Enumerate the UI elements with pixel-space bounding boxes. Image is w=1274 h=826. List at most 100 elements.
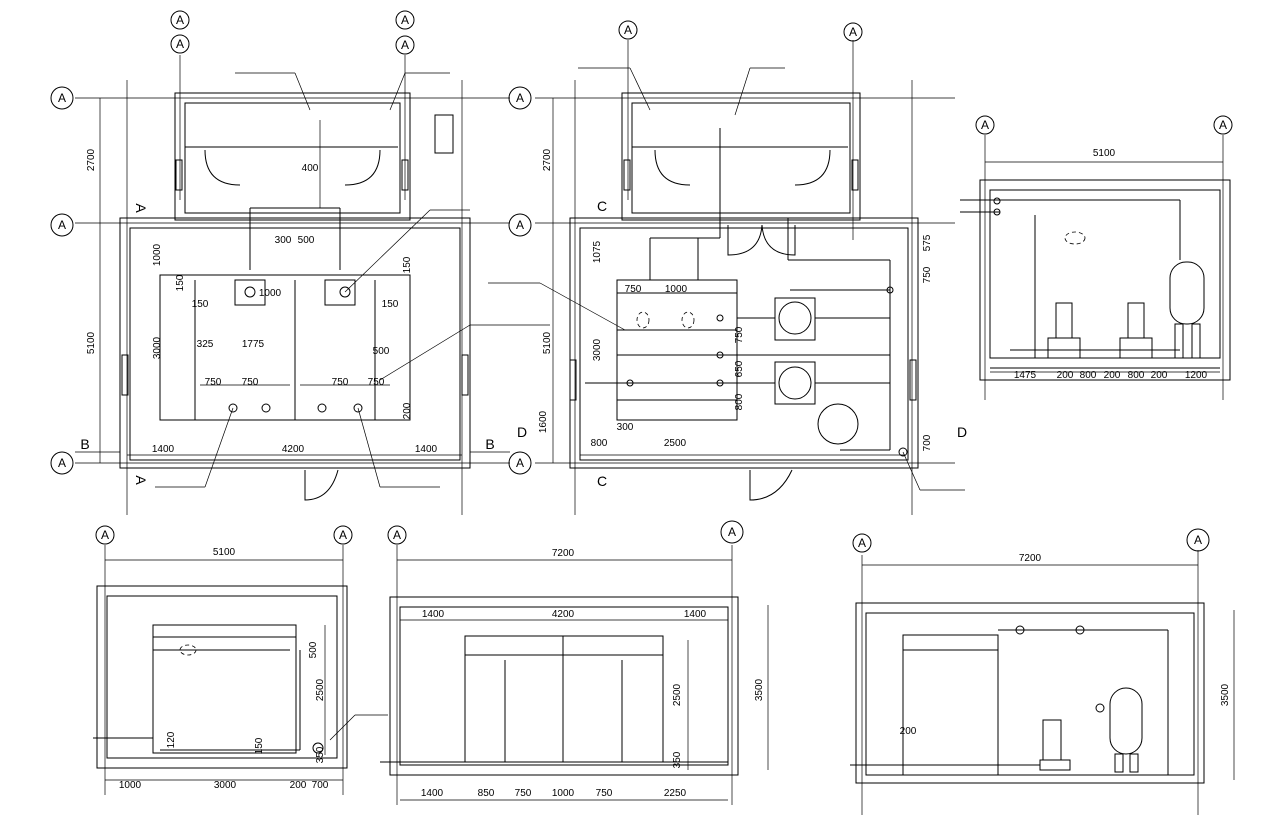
svg-text:2500: 2500 (315, 678, 326, 701)
svg-text:1075: 1075 (592, 240, 603, 263)
section-a-a (93, 545, 388, 795)
svg-text:350: 350 (315, 746, 326, 763)
section-c-c (850, 550, 1235, 815)
svg-text:A: A (624, 23, 632, 37)
svg-text:150: 150 (192, 299, 209, 310)
svg-text:120: 120 (166, 731, 177, 748)
svg-text:575: 575 (922, 234, 933, 251)
svg-text:650: 650 (734, 360, 745, 377)
svg-text:A: A (849, 25, 857, 39)
svg-text:1400: 1400 (152, 444, 175, 455)
svg-text:1400: 1400 (415, 444, 438, 455)
svg-text:2250: 2250 (664, 788, 687, 799)
svg-text:3500: 3500 (1220, 683, 1231, 706)
svg-text:800: 800 (591, 438, 608, 449)
svg-text:A: A (728, 525, 736, 539)
svg-text:A: A (393, 528, 401, 542)
svg-text:A: A (1194, 533, 1202, 547)
section-a-a-labels: A A 5100 500 2500 350 120 150 1000 3000 … (95, 525, 353, 791)
svg-text:300: 300 (617, 422, 634, 433)
svg-text:200: 200 (1151, 370, 1168, 381)
svg-text:200: 200 (1104, 370, 1121, 381)
svg-text:150: 150 (402, 256, 413, 273)
section-d-d (960, 135, 1231, 400)
svg-text:A: A (401, 13, 409, 27)
svg-text:B: B (485, 436, 494, 452)
svg-text:800: 800 (734, 393, 745, 410)
svg-text:5100: 5100 (542, 331, 553, 354)
svg-text:2500: 2500 (672, 683, 683, 706)
svg-text:1000: 1000 (552, 788, 575, 799)
svg-text:C: C (597, 473, 607, 489)
svg-text:150: 150 (175, 274, 186, 291)
svg-text:A: A (58, 456, 66, 470)
plan-1-pump-room (75, 55, 550, 515)
svg-text:500: 500 (373, 346, 390, 357)
svg-text:750: 750 (242, 377, 259, 388)
svg-text:A: A (981, 118, 989, 132)
svg-text:700: 700 (312, 780, 329, 791)
svg-text:200: 200 (1057, 370, 1074, 381)
svg-text:750: 750 (515, 788, 532, 799)
svg-text:750: 750 (625, 284, 642, 295)
svg-text:1600: 1600 (538, 410, 549, 433)
svg-text:7200: 7200 (552, 548, 575, 559)
svg-text:800: 800 (1128, 370, 1145, 381)
svg-text:350: 350 (672, 751, 683, 768)
section-b-b (380, 545, 769, 805)
section-c-c-labels: A A 7200 3500 200 (852, 528, 1231, 737)
svg-text:A: A (516, 218, 524, 232)
svg-text:4200: 4200 (282, 444, 305, 455)
svg-text:750: 750 (332, 377, 349, 388)
svg-text:A: A (176, 37, 184, 51)
svg-text:D: D (517, 424, 527, 440)
svg-text:750: 750 (596, 788, 613, 799)
svg-text:C: C (597, 198, 607, 214)
svg-text:A: A (401, 38, 409, 52)
svg-text:1400: 1400 (421, 788, 444, 799)
svg-text:700: 700 (922, 434, 933, 451)
svg-text:3000: 3000 (592, 338, 603, 361)
svg-text:3500: 3500 (754, 678, 765, 701)
svg-text:400: 400 (302, 163, 319, 174)
svg-text:A: A (133, 475, 149, 485)
svg-text:2500: 2500 (664, 438, 687, 449)
svg-text:3000: 3000 (152, 336, 163, 359)
svg-text:800: 800 (1080, 370, 1097, 381)
svg-text:1000: 1000 (152, 243, 163, 266)
svg-text:3000: 3000 (214, 780, 237, 791)
svg-text:A: A (133, 203, 149, 213)
plan-2-dimensions: 800 2500 750 1000 300 2700 5100 1075 300… (538, 148, 933, 451)
svg-text:A: A (858, 536, 866, 550)
svg-text:A: A (176, 13, 184, 27)
svg-text:1000: 1000 (259, 288, 282, 299)
svg-text:325: 325 (197, 339, 214, 350)
svg-text:1000: 1000 (665, 284, 688, 295)
svg-text:A: A (58, 218, 66, 232)
section-d-d-labels: A A 5100 1475 200 800 200 800 200 1200 (975, 115, 1233, 381)
svg-text:5100: 5100 (213, 547, 236, 558)
svg-text:5100: 5100 (1093, 148, 1116, 159)
svg-text:750: 750 (734, 326, 745, 343)
section-b-b-labels: A A 7200 1400 4200 1400 2500 350 3500 14… (387, 520, 765, 799)
svg-text:200: 200 (290, 780, 307, 791)
svg-text:200: 200 (402, 402, 413, 419)
svg-text:750: 750 (368, 377, 385, 388)
svg-text:1200: 1200 (1185, 370, 1208, 381)
svg-text:150: 150 (382, 299, 399, 310)
svg-text:2700: 2700 (542, 148, 553, 171)
svg-text:1475: 1475 (1014, 370, 1037, 381)
svg-text:300: 300 (275, 235, 292, 246)
svg-text:1400: 1400 (684, 609, 707, 620)
svg-text:1775: 1775 (242, 339, 265, 350)
svg-text:500: 500 (308, 641, 319, 658)
svg-text:A: A (58, 91, 66, 105)
svg-text:1000: 1000 (119, 780, 142, 791)
svg-text:B: B (80, 436, 89, 452)
svg-text:7200: 7200 (1019, 553, 1042, 564)
svg-text:200: 200 (900, 726, 917, 737)
svg-text:850: 850 (478, 788, 495, 799)
svg-text:2700: 2700 (86, 148, 97, 171)
svg-text:A: A (339, 528, 347, 542)
